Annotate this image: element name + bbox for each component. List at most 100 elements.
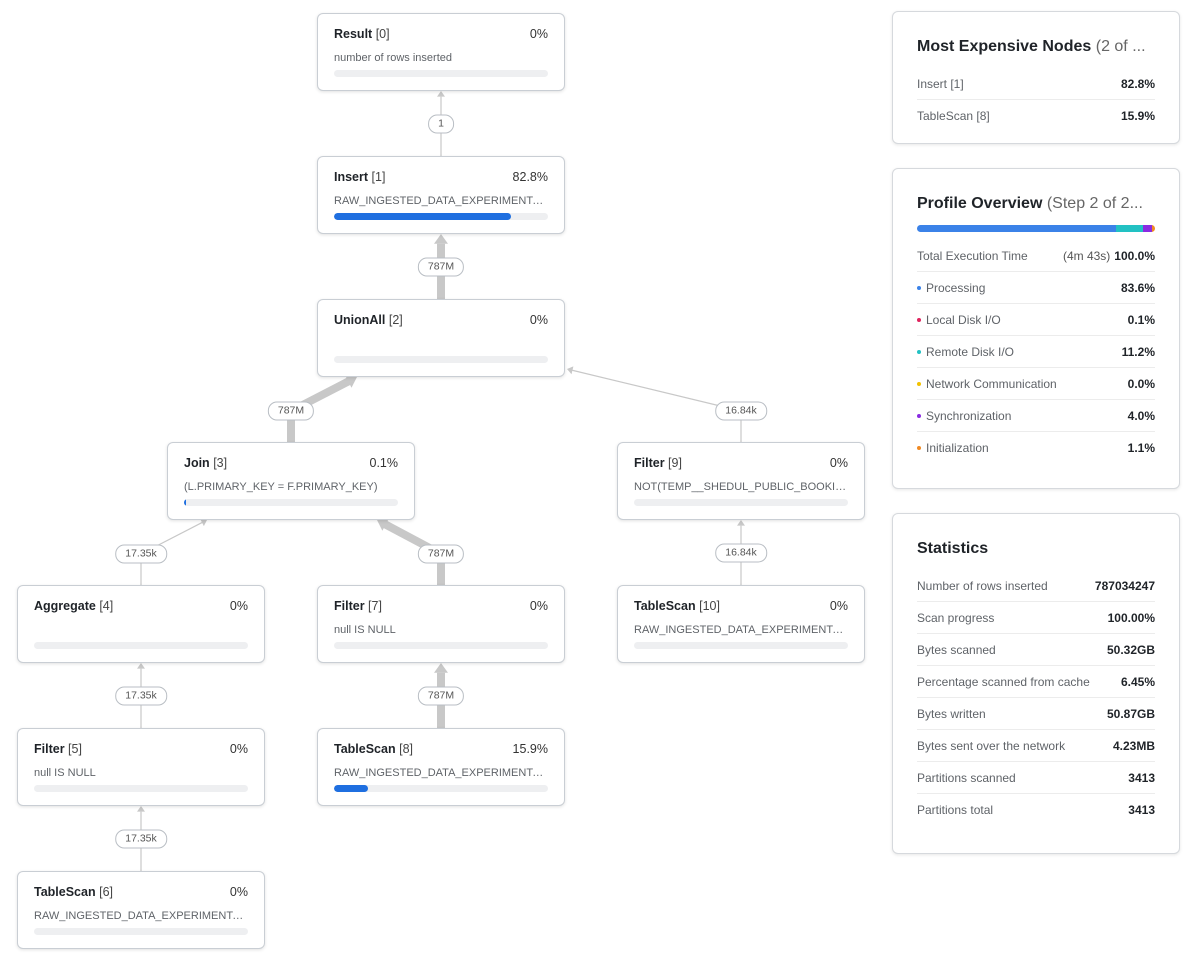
operator-node-tablescan-10[interactable]: TableScan [10] 0% RAW_INGESTED_DATA_EXPERI…: [617, 585, 865, 663]
node-cost-bar: [334, 356, 548, 363]
node-header: TableScan [6]0%: [34, 885, 248, 901]
edge-arrowhead: [377, 518, 389, 531]
row-label: Remote Disk I/O: [926, 344, 1015, 359]
row-value: 6.45%: [1120, 674, 1155, 689]
row-value: 4.23MB: [1112, 738, 1155, 753]
node-header: TableScan [8] 15.9%: [334, 742, 548, 758]
row-label-wrap: Remote Disk I/O: [917, 345, 1014, 359]
node-operator-name: Filter: [34, 742, 65, 756]
operator-node-tablescan-6[interactable]: TableScan [6]0%RAW_INGESTED_DATA_EXPERIM…: [17, 871, 265, 949]
edge-row-count-label: 787M: [417, 686, 465, 705]
node-index: [9]: [668, 456, 682, 470]
node-title: Result [0]: [334, 27, 390, 43]
node-index: [0]: [375, 27, 390, 41]
node-operator-name: Filter: [334, 599, 365, 613]
breakdown-segment: [1142, 225, 1153, 232]
execution-time-breakdown-bar: [917, 225, 1155, 232]
row-label-wrap: TableScan [8]: [917, 109, 990, 123]
row-label-wrap: Bytes scanned: [917, 643, 996, 657]
row-label-wrap: Partitions scanned: [917, 771, 1016, 785]
node-cost-percent: 15.9%: [512, 742, 548, 756]
node-description: RAW_INGESTED_DATA_EXPERIMENTAL....: [334, 195, 548, 207]
operator-node-filter-5[interactable]: Filter [5]0%null IS NULL: [17, 728, 265, 806]
node-cost-bar: [334, 642, 548, 649]
node-header: Filter [7]0%: [334, 599, 548, 615]
edge-arrowhead: [737, 520, 745, 526]
node-cost-bar: [34, 785, 248, 792]
node-description: number of rows inserted: [334, 52, 452, 64]
node-cost-bar-fill: [334, 213, 512, 220]
edge-arrowhead: [434, 663, 448, 673]
node-header: Filter [9]0%: [634, 456, 848, 472]
row-label-wrap: Insert [1]: [917, 77, 964, 91]
row-label: Local Disk I/O: [926, 312, 1001, 327]
node-title: TableScan [8]: [334, 742, 413, 758]
node-cost-percent: 82.8%: [512, 170, 548, 184]
node-index: [8]: [399, 742, 413, 756]
operator-node-insert-1[interactable]: Insert [1] 82.8% RAW_INGESTED_DATA_EXPERIM…: [317, 156, 565, 234]
row-label: Number of rows inserted: [917, 578, 1048, 593]
operator-node-tablescan-8[interactable]: TableScan [8]15.9%RAW_INGESTED_DATA_EXPE…: [317, 728, 565, 806]
node-cost-bar: [634, 642, 848, 649]
node-index: [10]: [699, 599, 720, 613]
node-description: (L.PRIMARY_KEY = F.PRIMARY_KEY): [184, 481, 378, 493]
node-cost-bar-fill: [184, 499, 186, 506]
panel-title-text: Most Expensive Nodes: [917, 38, 1092, 55]
edge-row-count-label: 17.35k: [115, 829, 167, 848]
node-header: Join [3]0.1%: [184, 456, 398, 472]
row-value: 15.9%: [1120, 108, 1155, 123]
operator-node-result-0[interactable]: Result [0]0%number of rows inserted: [317, 13, 565, 91]
node-cost-percent: 0%: [829, 456, 848, 470]
profile-overview-panel: Profile Overview (Step 2 of 2... Total E…: [892, 168, 1180, 489]
expensive-node-row[interactable]: TableScan [8] 15.9%: [917, 100, 1155, 131]
node-description: RAW_INGESTED_DATA_EXPERIMENTAL....: [34, 910, 248, 922]
node-cost-bar: [184, 499, 398, 506]
operator-node-filter-9[interactable]: Filter [9]0%NOT(TEMP__SHEDUL_PUBLIC_BOOK…: [617, 442, 865, 520]
row-value: 82.8%: [1120, 76, 1155, 91]
statistic-row: Bytes scanned 50.32GB: [917, 634, 1155, 666]
node-description: [334, 338, 548, 352]
time-category-row: Synchronization 4.0%: [917, 400, 1155, 432]
expensive-node-row[interactable]: Insert [1] 82.8%: [917, 68, 1155, 100]
row-label: Processing: [926, 280, 986, 295]
legend-dot-icon: [917, 446, 921, 451]
node-index: [6]: [99, 885, 113, 899]
node-cost-percent: 0%: [229, 599, 248, 613]
node-operator-name: UnionAll: [334, 313, 386, 327]
operator-node-filter-7[interactable]: Filter [7]0% null IS NULL: [317, 585, 565, 663]
row-label: Total Execution Time: [917, 248, 1028, 263]
row-value: 50.32GB: [1106, 642, 1155, 657]
node-description: null IS NULL: [34, 767, 96, 779]
row-label: Bytes sent over the network: [917, 738, 1066, 753]
row-label: Scan progress: [917, 610, 995, 625]
edge-row-count-label: 16.84k: [715, 543, 767, 562]
row-label: Partitions total: [917, 802, 994, 817]
edge-arrowhead: [437, 91, 445, 97]
node-description: null IS NULL: [334, 624, 396, 636]
row-label: Synchronization: [926, 408, 1012, 423]
row-value: 4.0%: [1127, 408, 1155, 423]
operator-node-join-3[interactable]: Join [3]0.1% (L.PRIMARY_KEY = F.PRIMARY_K…: [167, 442, 415, 520]
node-cost-percent: 0%: [229, 885, 248, 899]
node-cost-bar: [634, 499, 848, 506]
node-cost-percent: 0%: [829, 599, 848, 613]
node-title: UnionAll [2]: [334, 313, 403, 329]
node-title: TableScan [10]: [634, 599, 720, 615]
node-title: Insert [1]: [334, 170, 385, 186]
node-index: [4]: [99, 599, 114, 613]
node-description: RAW_INGESTED_DATA_EXPERIMENTAL....: [634, 624, 848, 636]
total-percent: 100.0%: [1114, 248, 1155, 263]
operator-node-unionall-2[interactable]: UnionAll [2]0%: [317, 299, 565, 377]
node-cost-bar: [334, 213, 548, 220]
row-label-wrap: Synchronization: [917, 409, 1011, 423]
operator-node-aggregate-4[interactable]: Aggregate [4]0%: [17, 585, 265, 663]
node-operator-name: Result: [334, 27, 373, 41]
